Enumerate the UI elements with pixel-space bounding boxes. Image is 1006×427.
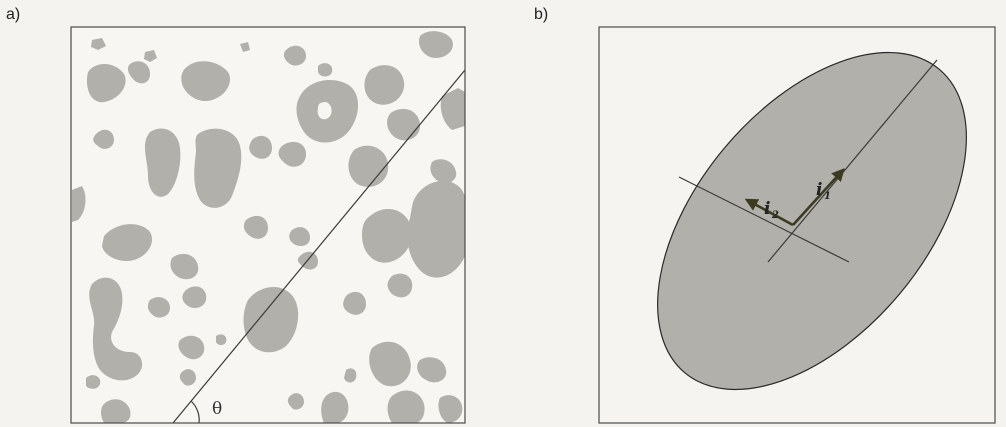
vector-i1-label: i (816, 180, 822, 200)
blob (86, 375, 100, 389)
vector-i1-subscript: 1 (824, 191, 831, 202)
panel-b: i 1 i 2 (597, 0, 1006, 427)
panel-a: θ (71, 27, 465, 423)
theta-label: θ (212, 399, 222, 419)
vector-i2-subscript: 2 (771, 210, 779, 221)
vector-i2-label: i (764, 199, 770, 219)
blob (216, 334, 226, 345)
blob (318, 63, 332, 76)
